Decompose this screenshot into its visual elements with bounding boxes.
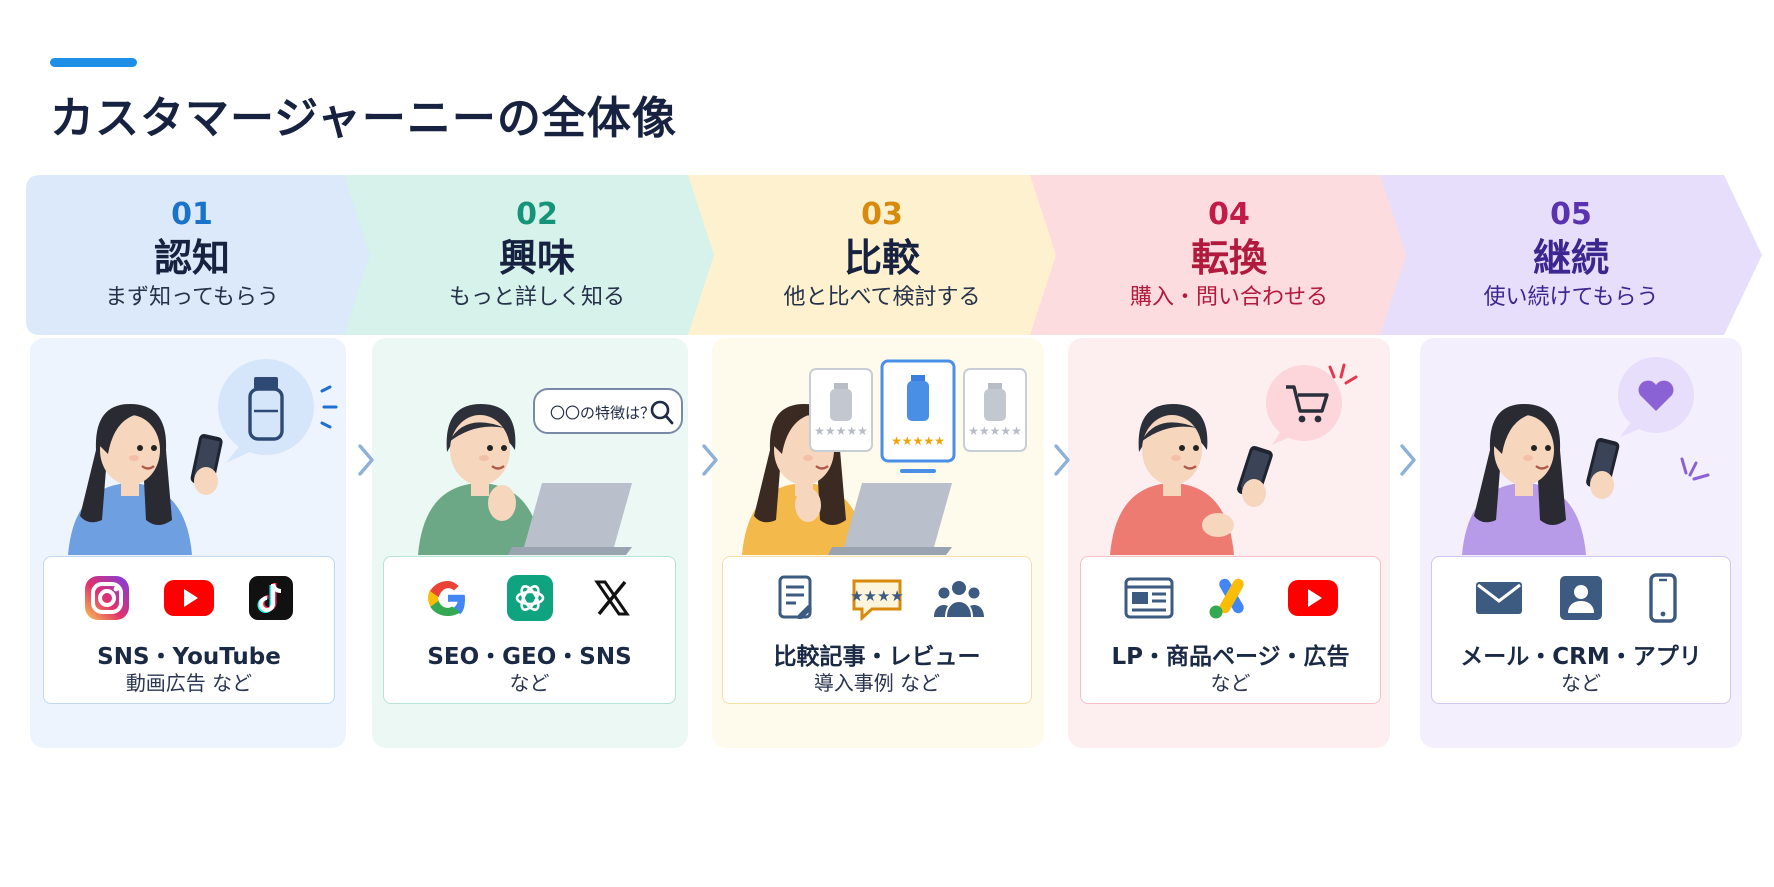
mail-icon (1476, 582, 1522, 614)
stage-number: 02 (516, 197, 558, 232)
review-icon: ★★★★ (850, 579, 904, 622)
chatgpt-icon (506, 575, 553, 621)
stage-chevron-shape (26, 175, 384, 335)
youtube-icon (1287, 580, 1338, 616)
stage-name: 認知 (153, 236, 230, 280)
stage-description: もっと詳しく知る (448, 285, 625, 310)
channel-box-04: LP・商品ページ・広告 など (1080, 556, 1381, 704)
title-accent-bar (50, 58, 137, 67)
channel-label: メール・CRM・アプリ (1460, 644, 1702, 670)
stage-number: 05 (1550, 197, 1592, 232)
stage-illustration-02: 〇〇の特徴は？ (372, 355, 688, 555)
stage-header-03: 03 比較 他と比べて検討する (688, 175, 1076, 335)
stage-header-02: 02 興味 もっと詳しく知る (344, 175, 730, 335)
channel-note: 導入事例 など (813, 671, 941, 695)
stage-illustration-03: ★★★★★ ★★★★★ ★★★★★ (712, 355, 1044, 555)
search-bubble-text: 〇〇の特徴は？ (550, 404, 655, 422)
channel-icons (384, 571, 675, 625)
stage-description: 他と比べて検討する (783, 285, 981, 310)
channel-note: など (1210, 671, 1251, 695)
google-icon (427, 581, 465, 616)
svg-text:★★★★★: ★★★★★ (814, 424, 868, 438)
channel-note: 動画広告 など (125, 671, 253, 695)
stage-chevron-shape (1380, 175, 1762, 335)
chevron-right-icon (700, 440, 720, 480)
stage-chevron-shape (688, 175, 1076, 335)
channel-note: など (1561, 671, 1601, 695)
channel-label: SEO・GEO・SNS (427, 644, 632, 670)
youtube-icon (164, 580, 214, 616)
stage-chevron-shape (1030, 175, 1428, 335)
stage-header-05: 05 継続 使い続けてもらう (1380, 175, 1762, 335)
svg-text:★★★★★: ★★★★★ (891, 434, 945, 448)
stage-description: 使い続けてもらう (1483, 285, 1659, 310)
stage-header-04: 04 転換 購入・問い合わせる (1030, 175, 1428, 335)
svg-text:★★★★★: ★★★★★ (968, 424, 1022, 438)
channel-icons (1432, 571, 1730, 625)
channel-box-03: ★★★★ 比較記事・レビュー 導入事例 など (722, 556, 1032, 704)
landing-page-icon (1124, 577, 1173, 619)
google-ads-icon (1209, 578, 1244, 619)
stage-name: 転換 (1190, 236, 1267, 280)
channel-icons (1081, 571, 1380, 625)
chevron-right-icon (1052, 440, 1072, 480)
page-title: カスタマージャーニーの全体像 (50, 93, 677, 144)
chevron-right-icon (356, 440, 376, 480)
stage-number: 04 (1208, 197, 1250, 232)
crm-icon (1560, 576, 1602, 620)
stage-chevron-shape (344, 175, 730, 335)
stage-illustration-04 (1068, 355, 1390, 555)
stage-name: 継続 (1532, 236, 1609, 280)
stage-name: 興味 (498, 236, 575, 280)
channel-label: 比較記事・レビュー (773, 644, 981, 670)
article-icon (778, 575, 812, 619)
channel-label: LP・商品ページ・広告 (1111, 644, 1350, 670)
chevron-right-icon (1398, 440, 1418, 480)
stage-illustration-01 (30, 355, 346, 555)
app-icon (1649, 573, 1677, 623)
stage-header-01: 01 認知 まず知ってもらう (26, 175, 384, 335)
stage-number: 01 (171, 197, 213, 232)
users-icon (934, 581, 984, 617)
stage-description: 購入・問い合わせる (1129, 285, 1328, 310)
channel-note: など (509, 671, 550, 695)
stage-number: 03 (861, 197, 903, 232)
channel-icons (44, 571, 334, 625)
instagram-icon (85, 576, 129, 620)
channel-box-05: メール・CRM・アプリ など (1431, 556, 1731, 704)
tiktok-icon (249, 576, 293, 620)
x-icon (593, 580, 630, 616)
stage-description: まず知ってもらう (105, 285, 279, 310)
channel-label: SNS・YouTube (97, 644, 281, 670)
stage-name: 比較 (843, 236, 920, 280)
stage-illustration-05 (1420, 355, 1742, 555)
channel-box-01: SNS・YouTube 動画広告 など (43, 556, 335, 704)
channel-box-02: SEO・GEO・SNS など (383, 556, 676, 704)
channel-icons: ★★★★ (723, 571, 1031, 625)
svg-text:★★★★: ★★★★ (850, 587, 904, 605)
